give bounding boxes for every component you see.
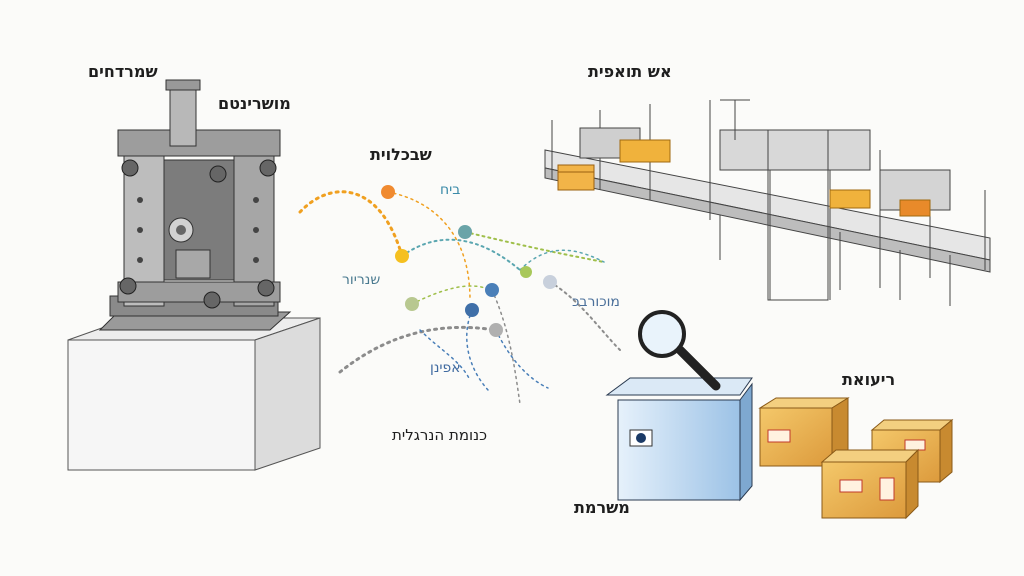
- label-boxes: ריעואת: [842, 370, 896, 389]
- network-node: [543, 275, 557, 289]
- network-node: [381, 185, 395, 199]
- production-line-illustration: [544, 99, 991, 306]
- label-press-top: שמרדחים: [88, 62, 158, 81]
- label-node-1: ביח: [440, 182, 461, 198]
- label-press-side: מושרינטם: [218, 94, 291, 113]
- network-node: [458, 225, 472, 239]
- cardboard-boxes-illustration: [758, 397, 954, 520]
- network-node: [520, 266, 532, 278]
- inspection-station-illustration: [605, 310, 753, 502]
- label-node-2: שנריור: [342, 272, 381, 288]
- network-node: [465, 303, 479, 317]
- hydraulic-press-illustration: [67, 79, 321, 471]
- label-node-3: מוכורבכ: [572, 294, 620, 310]
- network-diagram: [298, 185, 621, 405]
- network-node: [485, 283, 499, 297]
- label-network-bottom: כנומת הנרגלית: [392, 426, 488, 444]
- network-node: [405, 297, 419, 311]
- label-production-line: אש תואפית: [588, 62, 672, 81]
- magnifier-icon: [638, 310, 721, 391]
- network-node: [395, 249, 409, 263]
- network-node: [489, 323, 503, 337]
- label-network-title: שבכלוית: [370, 145, 432, 164]
- label-node-4: אפינן: [430, 360, 461, 376]
- label-inspection: משרמת: [574, 498, 630, 517]
